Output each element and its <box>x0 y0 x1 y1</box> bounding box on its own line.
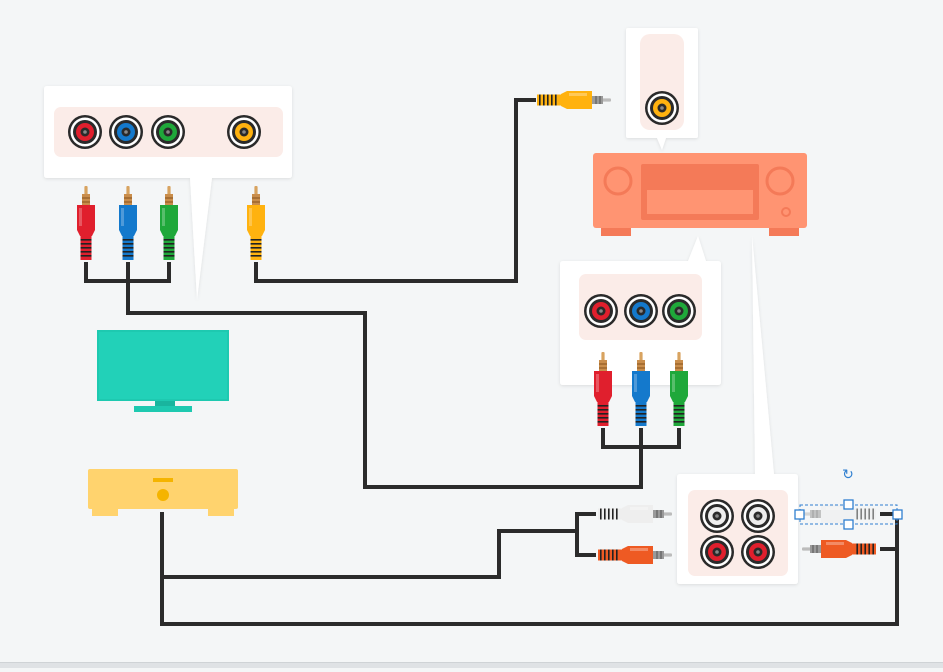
receiver-audio-jack-panel <box>677 235 798 584</box>
resize-handle-bottom <box>843 519 854 530</box>
red-plug-icon[interactable] <box>77 186 95 260</box>
selection-box[interactable] <box>794 499 903 530</box>
audio-wire-right <box>160 512 899 626</box>
white-audio-plug-right-icon[interactable] <box>802 505 876 523</box>
audio-red-jack-left-icon <box>700 535 734 569</box>
receiver-red-jack-icon <box>584 294 618 328</box>
resize-handle-top <box>843 499 854 510</box>
green-plug-icon[interactable] <box>160 186 178 260</box>
receiver-green-jack-icon <box>662 294 696 328</box>
resize-handle-left <box>794 509 805 520</box>
resize-handle-right <box>892 509 903 520</box>
receiver-video-jack-panel <box>626 28 698 150</box>
rotate-handle-icon[interactable]: ↻ <box>842 467 854 483</box>
orange-audio-plug-icon[interactable] <box>598 546 672 564</box>
audio-white-jack-left-icon <box>700 499 734 533</box>
tv-icon[interactable] <box>97 330 229 412</box>
audio-wire-left <box>160 512 596 579</box>
receiver-yellow-jack-icon <box>645 91 679 125</box>
orange-audio-plug-right-icon[interactable] <box>802 540 876 558</box>
wires <box>84 98 899 626</box>
yellow-plug-icon[interactable] <box>247 186 265 260</box>
audio-red-jack-right-icon <box>741 535 775 569</box>
blue-jack-icon <box>109 115 143 149</box>
receiver-blue-jack-icon <box>624 294 658 328</box>
blue-plug-icon[interactable] <box>119 186 137 260</box>
yellow-jack-icon <box>227 115 261 149</box>
media-player-icon[interactable] <box>88 469 238 516</box>
composite-video-wire <box>254 98 536 283</box>
green-jack-icon <box>151 115 185 149</box>
source-jack-panel <box>44 86 292 300</box>
white-audio-plug-icon[interactable] <box>598 505 672 523</box>
red-jack-icon <box>68 115 102 149</box>
receiver-component-jack-panel <box>560 236 721 385</box>
source-plugs <box>77 186 265 260</box>
receiver-icon[interactable] <box>593 153 807 236</box>
audio-white-jack-right-icon <box>741 499 775 533</box>
component-wire-bundle <box>84 262 643 489</box>
yellow-receiver-plug-icon[interactable] <box>537 91 611 109</box>
canvas-bottom-edge <box>0 662 943 668</box>
receiver-component-wires <box>601 428 681 449</box>
